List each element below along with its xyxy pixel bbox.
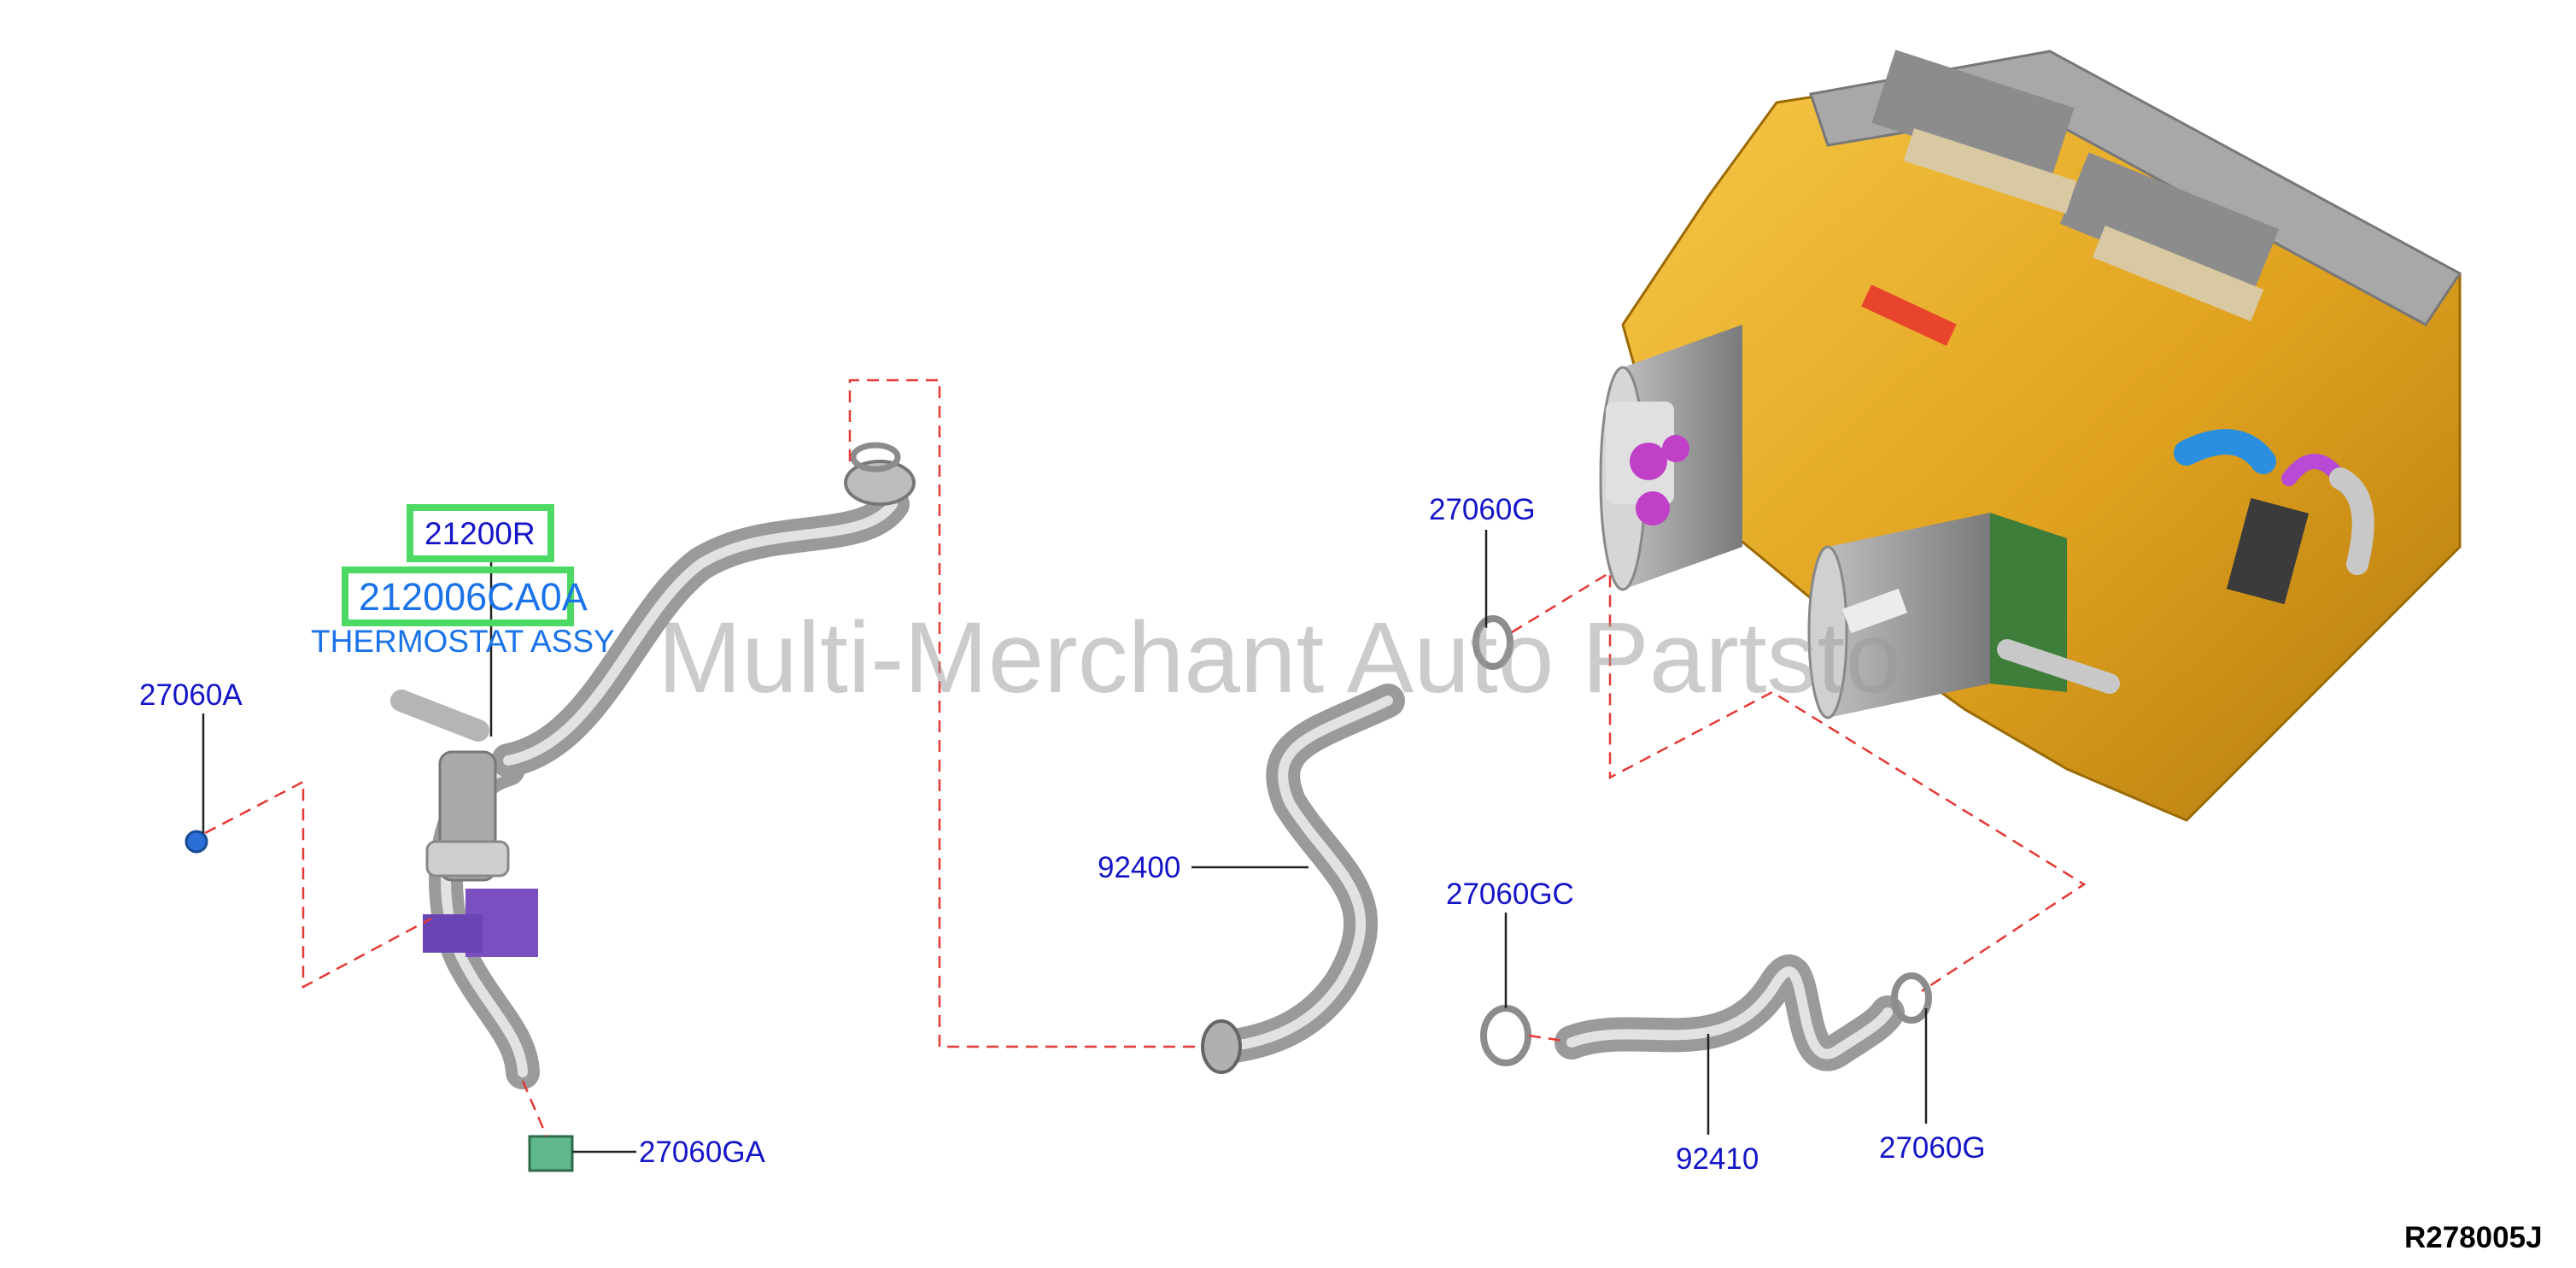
part-label-27060G-lower[interactable]: 27060G bbox=[1879, 1131, 1986, 1165]
hose-92410-illustration bbox=[1554, 954, 1905, 1071]
part-label-27060GC[interactable]: 27060GC bbox=[1446, 878, 1574, 911]
highlighted-part-callout[interactable]: 21200R 212006CA0A THERMOSTAT ASSY bbox=[311, 504, 615, 659]
watermark-text: Multi-Merchant Auto Partsto bbox=[658, 602, 1901, 714]
actuator-motor-drum bbox=[1807, 513, 2067, 719]
part-number-212006CA0A[interactable]: 212006CA0A bbox=[359, 575, 588, 619]
highlight-box-code bbox=[407, 504, 554, 562]
hvac-heater-unit-illustration bbox=[1599, 50, 2462, 822]
part-label-27060A[interactable]: 27060A bbox=[139, 678, 243, 712]
part-label-92410[interactable]: 92410 bbox=[1676, 1142, 1759, 1176]
part-description-thermostat-assy: THERMOSTAT ASSY bbox=[311, 624, 615, 659]
leader-lines bbox=[202, 530, 1928, 1154]
hose-92400-illustration bbox=[1201, 684, 1405, 1074]
callout-dashed-lines bbox=[204, 379, 2087, 1137]
blower-motor-drum bbox=[1599, 325, 1742, 591]
part-label-27060GA[interactable]: 27060GA bbox=[639, 1136, 766, 1169]
highlight-box-part-number bbox=[342, 566, 574, 626]
diagram-reference-code: R278005J bbox=[2404, 1221, 2543, 1254]
part-label-92400[interactable]: 92400 bbox=[1098, 851, 1180, 884]
part-label-21200R[interactable]: 21200R bbox=[424, 516, 536, 551]
thermostat-assembly-illustration bbox=[184, 460, 916, 1172]
part-label-27060G-upper[interactable]: 27060G bbox=[1429, 493, 1536, 526]
